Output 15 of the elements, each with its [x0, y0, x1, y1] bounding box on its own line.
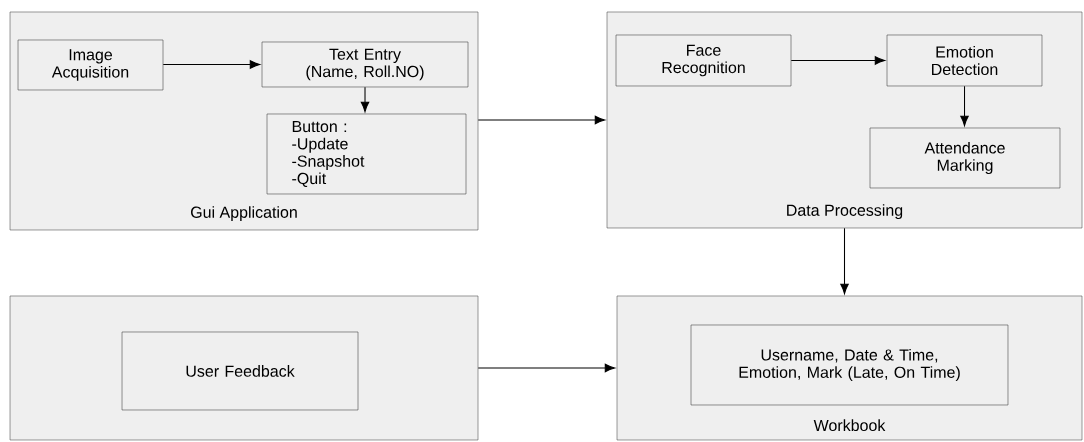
process-box: User Feedback: [121, 331, 359, 411]
arrow: [477, 115, 606, 125]
arrow: [960, 85, 969, 127]
process-box: Text Entry (Name, Roll.NO): [261, 41, 469, 88]
process-box: Button : -Update -Snapshot -Quit: [266, 113, 467, 195]
arrow: [790, 56, 886, 65]
arrow: [360, 86, 370, 113]
process-box: Image Acquisition: [17, 39, 164, 91]
arrow: [477, 363, 616, 373]
process-box: Attendance Marking: [869, 127, 1061, 189]
arrow: [840, 227, 849, 295]
process-box: Username, Date & Time, Emotion, Mark (Late, On Time): [690, 324, 1009, 406]
process-box: Face Recognition: [615, 34, 792, 87]
process-box: Emotion Detection: [886, 34, 1043, 87]
arrow: [162, 60, 261, 69]
